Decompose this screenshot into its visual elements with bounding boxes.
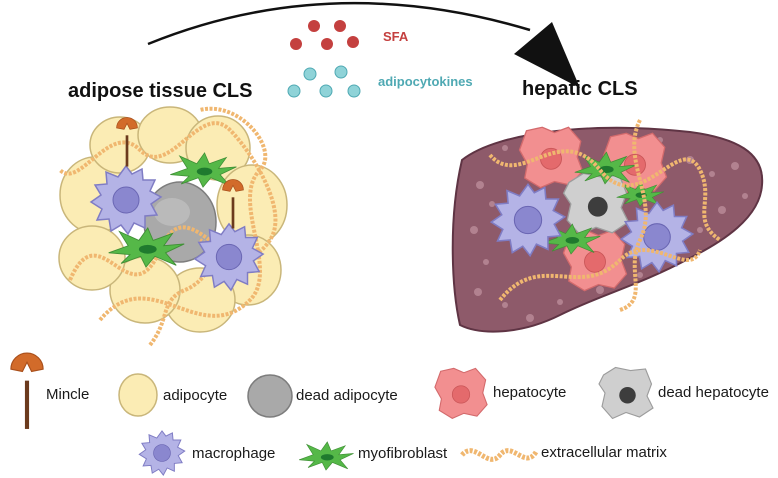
hepatic-cls-title: hepatic CLS	[522, 78, 638, 100]
macrophage-label: macrophage	[192, 445, 276, 462]
ecm-legend-icon	[460, 448, 539, 462]
dead-adipocyte-label: dead adipocyte	[296, 387, 398, 404]
myofibroblast-legend-icon	[298, 441, 354, 471]
macrophage-legend-icon	[138, 430, 186, 476]
hepatocyte-legend-icon	[434, 367, 488, 419]
adipocytokine-dots	[287, 65, 361, 98]
ecm-label: extracellular matrix	[541, 444, 667, 461]
transfer-arrow	[147, 1, 580, 88]
adipocytokines-label: adipocytokines	[378, 74, 473, 89]
adipocyte-label: adipocyte	[163, 387, 228, 404]
hepatocyte-label: hepatocyte	[493, 384, 567, 401]
mincle-label: Mincle	[46, 386, 90, 403]
hepatic-cls-illustration	[451, 119, 764, 333]
mincle-legend-icon	[10, 352, 44, 430]
myofibroblast-label: myofibroblast	[358, 445, 448, 462]
sfa-label: SFA	[383, 29, 409, 44]
adipocyte-legend-icon	[118, 373, 158, 417]
adipose-cls-title: adipose tissue CLS	[68, 80, 253, 102]
adipose-cls-illustration	[58, 106, 288, 347]
dead-hepatocyte-legend-icon	[598, 366, 654, 420]
dead-adipocyte-legend-icon	[247, 374, 293, 418]
sfa-dots	[290, 20, 359, 50]
dead-hepatocyte-label: dead hepatocyte	[658, 384, 769, 401]
